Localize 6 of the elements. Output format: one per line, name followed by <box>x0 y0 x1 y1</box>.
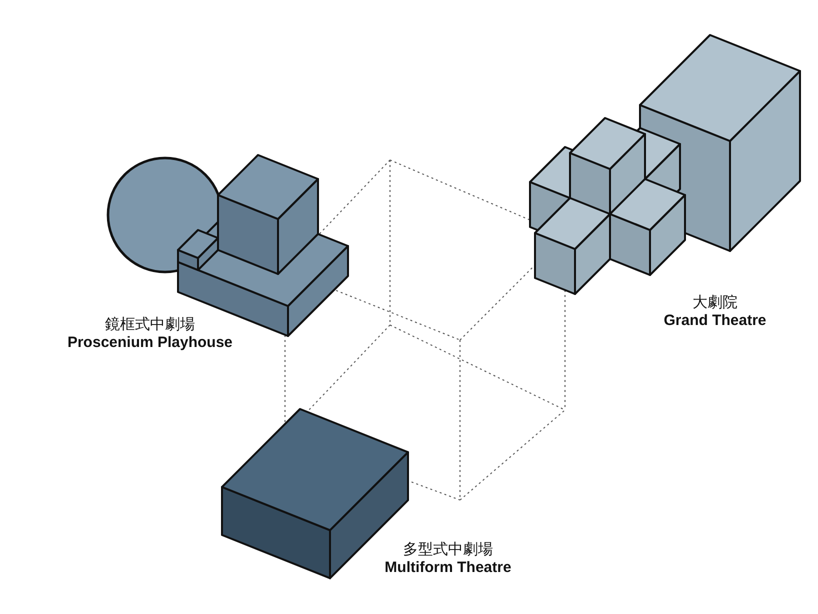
building-caption: Proscenium Playhouse <box>67 334 233 351</box>
building-caption: Grand Theatre <box>664 312 766 329</box>
chinese-caption: 鏡框式中劇場 <box>105 315 195 334</box>
chinese-caption: 大劇院 <box>692 293 738 312</box>
chinese-caption: 多型式中劇場 <box>403 540 493 559</box>
building-caption: Multiform Theatre <box>384 559 512 576</box>
